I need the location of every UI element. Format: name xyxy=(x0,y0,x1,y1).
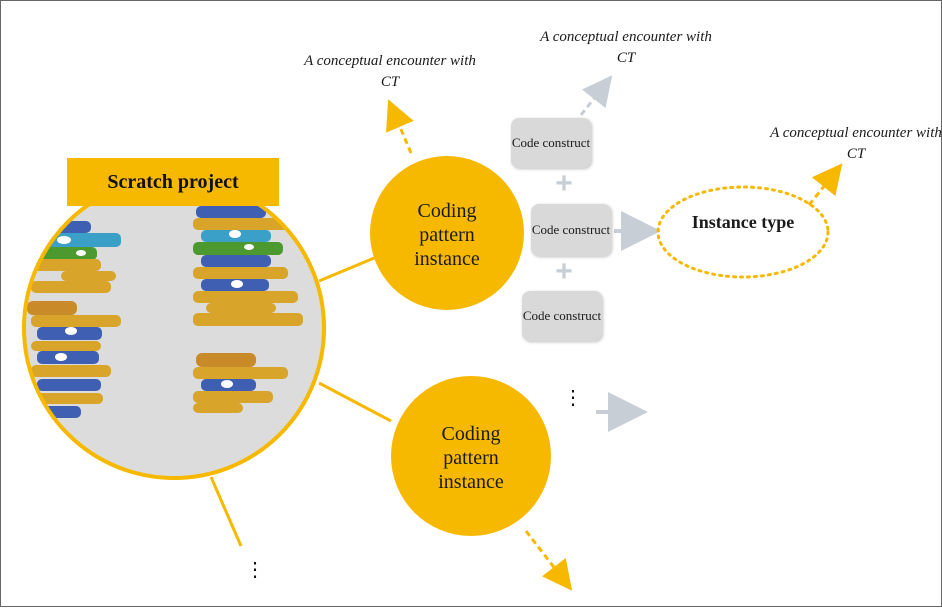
code-construct-box-3: Code construct xyxy=(522,291,602,341)
encounter-label-2: A conceptual encounter with CT xyxy=(540,29,712,66)
coding-instance-circle-2 xyxy=(391,376,551,536)
encounter-label-3: A conceptual encounter with CT xyxy=(770,125,942,162)
instance-type-label: Instance type xyxy=(691,212,795,232)
code-construct-box-1: Code construct xyxy=(511,118,591,168)
encounter-label-1: A conceptual encounter with CT xyxy=(304,53,476,90)
connector-line-to-instance-1 xyxy=(318,254,380,283)
scratch-project-circle xyxy=(22,176,326,480)
encounter-arrow-bottom xyxy=(524,530,573,591)
encounter-arrow-1 xyxy=(386,99,414,154)
plus-icon: + xyxy=(555,255,573,288)
ellipsis-dots: ⋮ xyxy=(245,559,265,581)
coding-instance-label-2: Coding pattern instance xyxy=(438,423,504,493)
instance-type-ellipse xyxy=(656,185,830,279)
plus-icon: + xyxy=(555,167,573,200)
coding-instance-circle-1 xyxy=(370,156,524,310)
scratch-project-title: Scratch project xyxy=(67,158,279,206)
code-construct-box-2: Code construct xyxy=(531,204,611,256)
coding-instance-label-1: Coding pattern instance xyxy=(414,200,480,270)
encounter-arrow-3 xyxy=(807,163,843,206)
encounter-arrow-2 xyxy=(579,75,613,116)
connector-line-to-instance-2 xyxy=(318,381,392,423)
ellipsis-dots: ⋮ xyxy=(563,387,583,409)
connector-line-down xyxy=(209,476,243,547)
